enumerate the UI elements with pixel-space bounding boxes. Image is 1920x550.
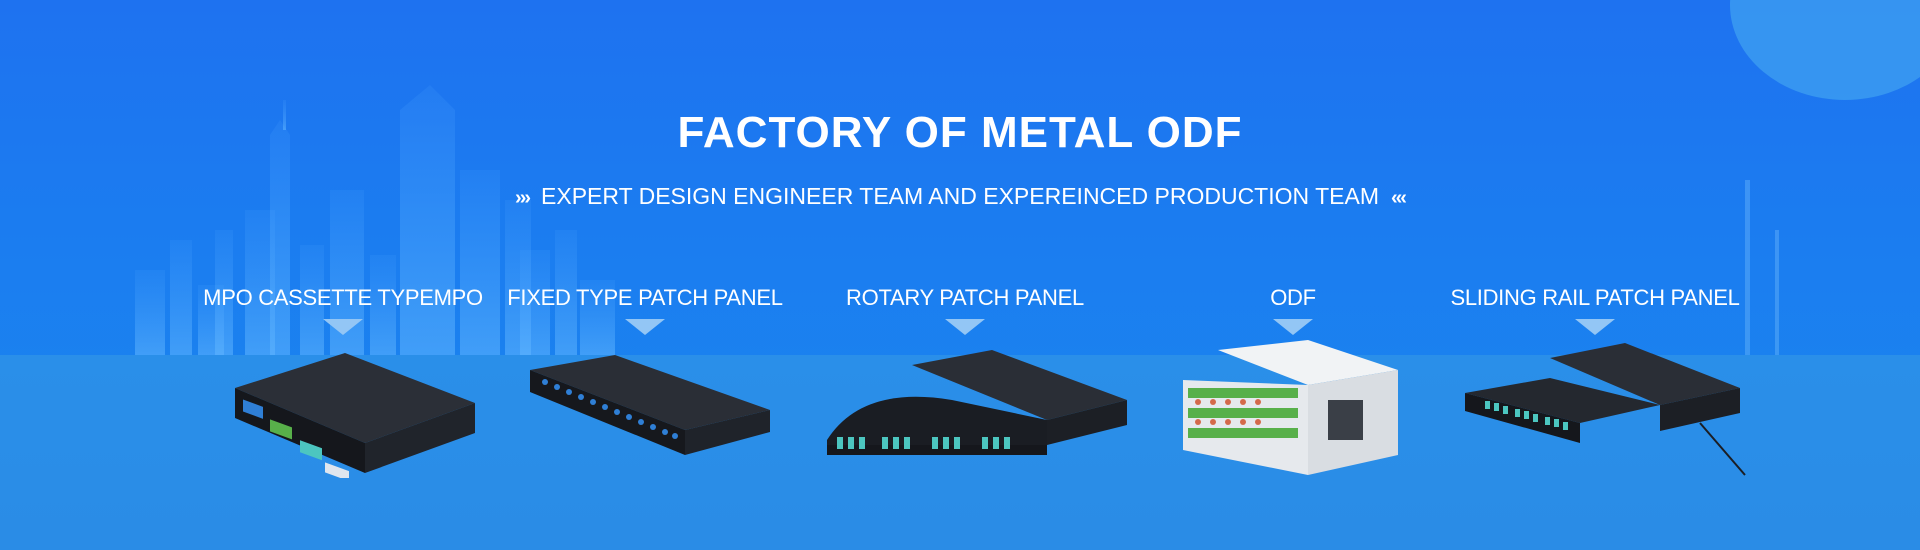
product-label: MPO CASSETTE TYPEMPO [203,285,483,310]
product-fixed-patch-panel[interactable]: FIXED TYPE PATCH PANEL [495,285,795,335]
product-rotary-patch-panel[interactable]: ROTARY PATCH PANEL [815,285,1115,335]
product-label: ROTARY PATCH PANEL [846,285,1084,310]
chevron-left-icon: ‹‹‹ [1390,187,1407,209]
city-skyline-illustration [135,85,1779,356]
rotary-patch-panel-image[interactable] [822,345,1132,465]
product-label: FIXED TYPE PATCH PANEL [507,285,783,310]
page-title: FACTORY OF METAL ODF [677,108,1243,157]
page-subtitle: ››› EXPERT DESIGN ENGINEER TEAM AND EXPER… [0,183,1920,210]
caret-down-icon [1575,319,1615,335]
product-label: ODF [1270,285,1316,310]
chevron-right-icon: ››› [515,187,531,209]
product-odf[interactable]: ODF [1143,285,1443,335]
product-sliding-rail-patch-panel[interactable]: SLIDING RAIL PATCH PANEL [1445,285,1745,335]
caret-down-icon [323,319,363,335]
product-mpo-cassette[interactable]: MPO CASSETTE TYPEMPO [193,285,493,335]
mpo-cassette-image[interactable] [225,348,485,478]
sliding-rail-patch-panel-image[interactable] [1460,343,1750,483]
subtitle-text: EXPERT DESIGN ENGINEER TEAM AND EXPEREIN… [541,183,1379,209]
product-label: SLIDING RAIL PATCH PANEL [1450,285,1740,310]
fixed-patch-panel-image[interactable] [525,350,775,470]
caret-down-icon [625,319,665,335]
odf-image[interactable] [1178,340,1408,480]
caret-down-icon [1273,319,1313,335]
caret-down-icon [945,319,985,335]
